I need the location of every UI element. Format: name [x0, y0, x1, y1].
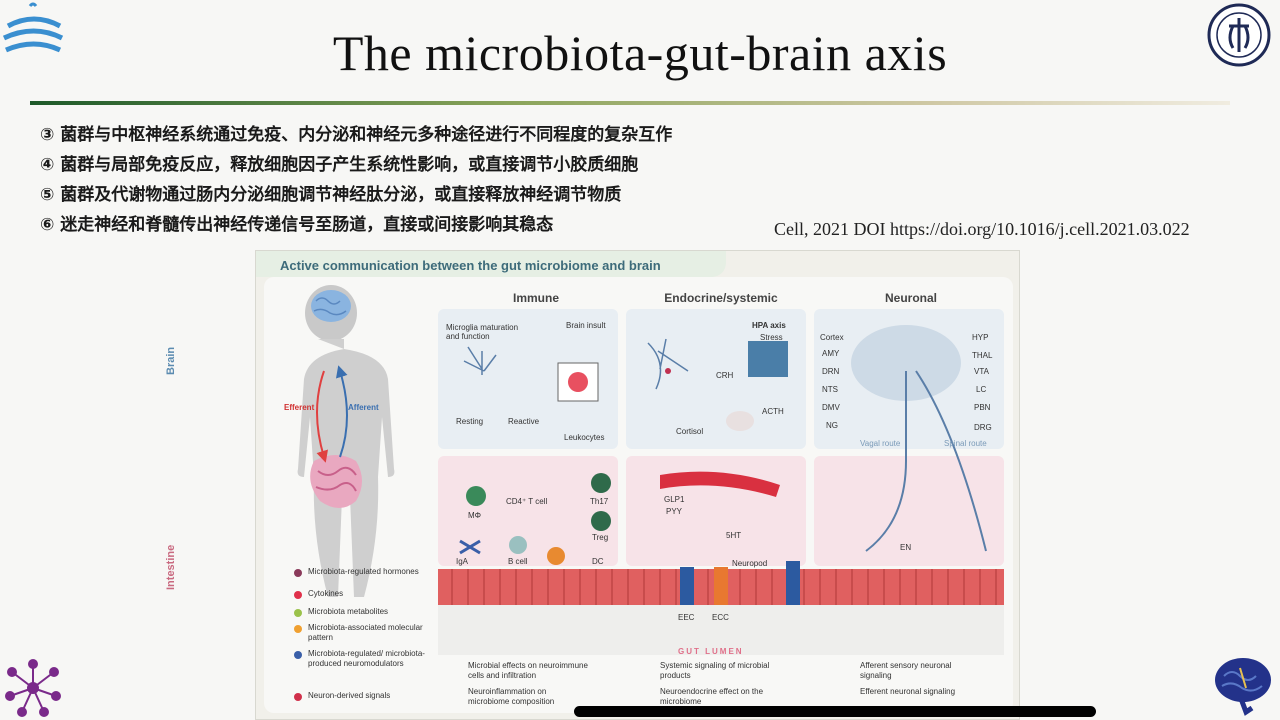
legend-item: Microbiota-regulated hormones [294, 567, 428, 577]
label-leukocytes: Leukocytes [564, 433, 605, 442]
label-iga: IgA [456, 557, 469, 566]
label-acth: ACTH [762, 407, 784, 416]
neuro-right-4: PBN [974, 403, 991, 412]
neuro-right-3: LC [976, 385, 987, 394]
bottom-legend-item: Systemic signaling of microbial products [660, 661, 770, 680]
legend-item: Microbiota metabolites [294, 607, 428, 617]
brain-logo-icon [1215, 658, 1271, 716]
video-scrubber-bar[interactable] [574, 706, 1096, 717]
label-crh: CRH [716, 371, 734, 380]
label-stress: Stress [760, 333, 783, 342]
label-treg: Treg [592, 533, 609, 542]
label-dc: DC [592, 557, 604, 566]
label-cortisol: Cortisol [676, 427, 704, 436]
legend-item: Cytokines [294, 589, 428, 599]
label-vagal-route: Vagal route [860, 439, 901, 448]
label-neuropod: Neuropod [732, 559, 768, 568]
label-ecc: ECC [712, 613, 729, 622]
legend-item: Microbiota-associated molecular pattern [294, 623, 428, 643]
neuro-left-5: NG [826, 421, 838, 430]
label-hpa: HPA axis [752, 321, 786, 330]
label-5ht: 5HT [726, 531, 742, 540]
molecule-logo-icon [5, 659, 61, 717]
neuro-left-3: NTS [822, 385, 838, 394]
label-th17: Th17 [590, 497, 609, 506]
slide-title: The microbiota-gut-brain axis [332, 25, 948, 81]
bottom-legend-item: Efferent neuronal signaling [860, 687, 956, 696]
label-cd4: CD4⁺ T cell [506, 497, 548, 506]
bullet-item: ⑤ 菌群及代谢物通过肠内分泌细胞调节神经肽分泌，或直接释放神经调节物质 [40, 185, 622, 205]
label-spinal-route: Spinal route [944, 439, 987, 448]
region-label-brain: Brain [165, 346, 177, 375]
figure-title: Active communication between the gut mic… [280, 258, 661, 273]
column-endocrine: Endocrine/systemic [664, 291, 778, 305]
label-gut-lumen: GUT LUMEN [678, 647, 744, 656]
bullet-item: ⑥ 迷走神经和脊髓传出神经传递信号至肠道，直接或间接影响其稳态 [40, 215, 554, 235]
legend-item: Neuron-derived signals [294, 691, 428, 701]
label-en: EN [900, 543, 912, 552]
label-mphi: MΦ [468, 511, 482, 520]
region-label-intestine: Intestine [165, 544, 177, 590]
legend-item: Microbiota-regulated/ microbiota-produce… [294, 649, 428, 669]
neuro-right-0: HYP [972, 333, 989, 342]
neuro-right-5: DRG [974, 423, 992, 432]
column-neuronal: Neuronal [884, 291, 937, 305]
neuro-left-2: DRN [822, 367, 840, 376]
figure-panel: Active communication between the gut mic… [255, 250, 1020, 720]
bottom-legend-item: Microbial effects on neuroimmune cells a… [468, 661, 588, 680]
neuro-left-0: Cortex [820, 333, 844, 342]
label-microglia: Microglia maturation and function [446, 323, 519, 341]
label-pyy: PYY [666, 507, 683, 516]
university-logo-top-left [2, 2, 64, 53]
label-efferent: Efferent [284, 403, 315, 412]
human-body-figure [297, 285, 395, 597]
diagram-graphics [297, 285, 1004, 655]
bullet-list: ③ 菌群与中枢神经系统通过免疫、内分泌和神经元多种途径进行不同程度的复杂互作 ④… [40, 120, 672, 240]
bottom-legend-item: Neuroinflammation on microbiome composit… [468, 687, 555, 706]
citation[interactable]: Cell, 2021 DOI https://doi.org/10.1016/j… [774, 219, 1190, 239]
neuro-left-4: DMV [822, 403, 840, 412]
bullet-item: ③ 菌群与中枢神经系统通过免疫、内分泌和神经元多种途径进行不同程度的复杂互作 [40, 125, 673, 145]
label-brain-insult: Brain insult [566, 321, 606, 330]
bottom-legend-item: Afferent sensory neuronal signaling [860, 661, 952, 680]
bottom-legend-item: Neuroendocrine effect on the microbiome [660, 687, 764, 706]
label-eec: EEC [678, 613, 695, 622]
neuro-right-2: VTA [974, 367, 989, 376]
label-resting: Resting [456, 417, 484, 426]
title-divider [30, 101, 1230, 105]
label-afferent: Afferent [348, 403, 379, 412]
column-immune: Immune [512, 291, 559, 305]
neuro-right-1: THAL [972, 351, 993, 360]
label-reactive: Reactive [508, 417, 540, 426]
bullet-item: ④ 菌群与局部免疫反应，释放细胞因子产生系统性影响，或直接调节小胶质细胞 [40, 155, 639, 175]
figure-header [256, 251, 726, 277]
neuro-left-1: AMY [822, 349, 840, 358]
label-glp1: GLP1 [664, 495, 685, 504]
university-seal-icon [1207, 3, 1271, 67]
label-bcell: B cell [508, 557, 528, 566]
